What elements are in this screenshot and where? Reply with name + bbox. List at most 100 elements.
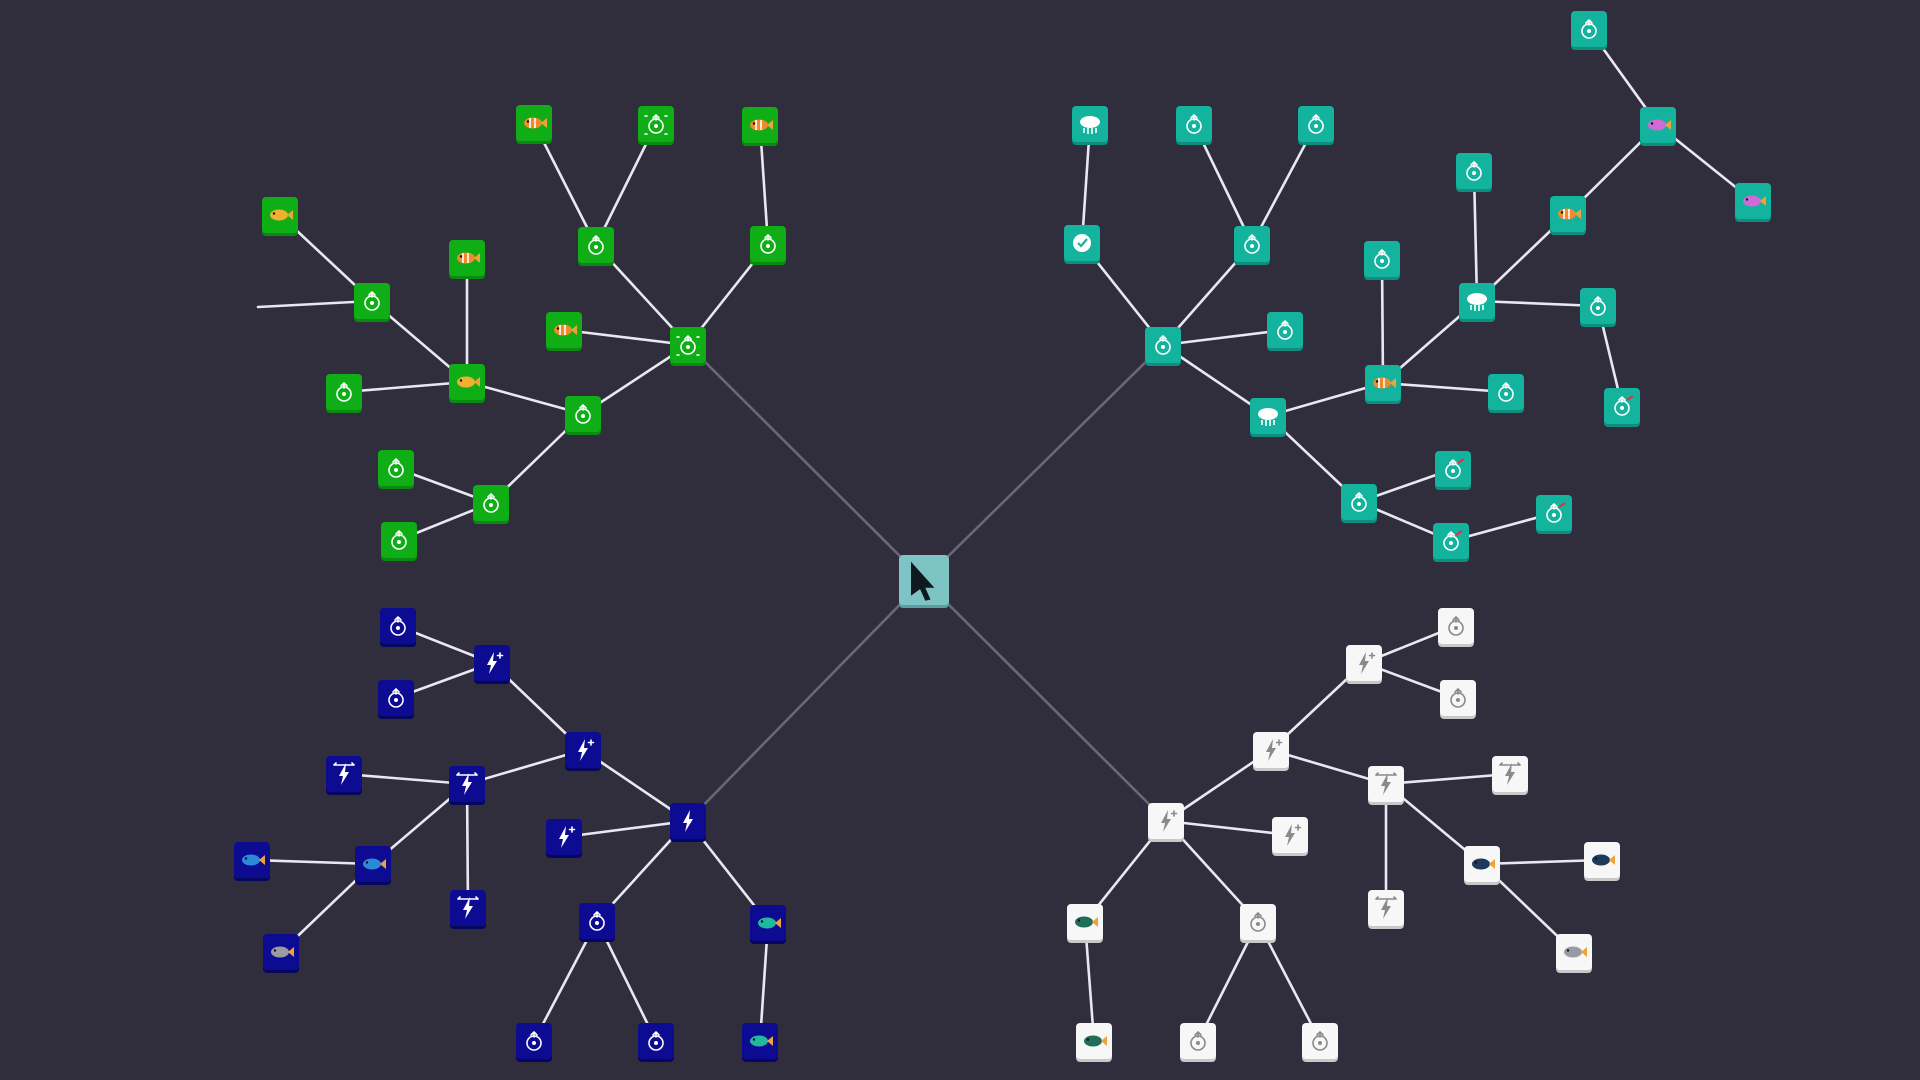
skill-node-clownfish[interactable]: [516, 105, 552, 144]
jellyfish-icon: [1080, 116, 1100, 134]
skill-node-rocket-target[interactable]: [1435, 451, 1471, 490]
skill-node-lightning-sparkle[interactable]: [565, 732, 601, 771]
skill-node-target[interactable]: [1176, 106, 1212, 145]
skill-node-jellyfish[interactable]: [1250, 398, 1286, 437]
skill-node-target[interactable]: [565, 396, 601, 435]
skill-node-grey-fish[interactable]: [263, 934, 299, 973]
skill-node-clownfish[interactable]: [1365, 365, 1401, 404]
skill-node-target[interactable]: [1571, 11, 1607, 50]
target-icon: [388, 458, 404, 478]
skill-node-target[interactable]: [1302, 1023, 1338, 1062]
skill-node-lightning-sparkle[interactable]: [1253, 732, 1289, 771]
skill-node-goldfish[interactable]: [262, 197, 298, 236]
skill-node-rocket-target[interactable]: [1536, 495, 1572, 534]
lightning-arrows-icon: [1499, 762, 1521, 785]
skill-node-lightning-sparkle[interactable]: [474, 645, 510, 684]
skill-node-lightning-arrows[interactable]: [1368, 890, 1404, 929]
target-icon: [390, 616, 406, 636]
branch-connection: [1266, 381, 1385, 418]
skill-node-target[interactable]: [1440, 680, 1476, 719]
branch-connection: [562, 328, 690, 347]
skill-node-lightning-arrows[interactable]: [1368, 766, 1404, 805]
skill-node-lightning-arrows[interactable]: [1492, 756, 1528, 795]
target-icon: [1312, 1031, 1328, 1051]
skill-node-target[interactable]: [1456, 153, 1492, 192]
skill-node-target[interactable]: [1234, 226, 1270, 265]
skill-node-jellyfish[interactable]: [1459, 283, 1495, 322]
skill-node-goldfish[interactable]: [449, 364, 485, 403]
clownfish-icon: [554, 324, 577, 336]
cursor-arrow-icon: [911, 561, 935, 601]
lightning-sparkle-icon: [1161, 810, 1178, 832]
skill-node-target[interactable]: [1145, 327, 1181, 366]
green-fish-icon: [1075, 916, 1098, 928]
skill-node-target[interactable]: [1180, 1023, 1216, 1062]
skill-node-teal-fish[interactable]: [750, 905, 786, 944]
skill-node-lightning-arrows[interactable]: [449, 766, 485, 805]
skill-node-target[interactable]: [378, 680, 414, 719]
skill-node-lightning-arrows[interactable]: [450, 890, 486, 929]
dark-fish-icon: [1472, 858, 1495, 870]
target-icon: [1186, 114, 1202, 134]
skill-node-target[interactable]: [473, 485, 509, 524]
skill-node-pink-fish[interactable]: [1735, 183, 1771, 222]
skill-node-target[interactable]: [638, 1023, 674, 1062]
skill-node-check-badge[interactable]: [1064, 225, 1100, 264]
skill-node-dark-fish[interactable]: [1464, 846, 1500, 885]
root-skill-node[interactable]: [899, 555, 949, 608]
branch-connection: [1384, 772, 1512, 786]
skill-node-target[interactable]: [381, 522, 417, 561]
skill-node-sparkle-target[interactable]: [638, 106, 674, 145]
skill-node-jellyfish[interactable]: [1072, 106, 1108, 145]
skill-node-lightning-arrows[interactable]: [326, 756, 362, 795]
skill-node-target[interactable]: [1488, 374, 1524, 413]
skill-node-clownfish[interactable]: [742, 107, 778, 146]
skill-node-target[interactable]: [1267, 312, 1303, 351]
clownfish-icon: [457, 252, 480, 264]
skill-node-target[interactable]: [1580, 288, 1616, 327]
branch-connection: [465, 380, 585, 416]
skill-node-lightning-sparkle[interactable]: [546, 819, 582, 858]
skill-node-target[interactable]: [354, 283, 390, 322]
skill-node-rocket-target[interactable]: [1604, 388, 1640, 427]
lightning-arrows-icon: [333, 762, 355, 785]
skill-node-target[interactable]: [750, 226, 786, 265]
skill-node-dark-fish[interactable]: [1584, 842, 1620, 881]
branch-connection: [562, 819, 690, 839]
skill-node-clownfish[interactable]: [546, 312, 582, 351]
skill-node-target[interactable]: [579, 903, 615, 942]
skill-node-target[interactable]: [1438, 608, 1474, 647]
skill-node-sparkle-target[interactable]: [670, 327, 706, 366]
pink-fish-icon: [1743, 195, 1766, 207]
skill-node-lightning-sparkle[interactable]: [1346, 645, 1382, 684]
skill-node-lightning-sparkle[interactable]: [1148, 803, 1184, 842]
skill-node-green-fish[interactable]: [1076, 1023, 1112, 1062]
skill-node-grey-fish[interactable]: [1556, 934, 1592, 973]
skill-node-clownfish[interactable]: [449, 240, 485, 279]
skill-node-pink-fish[interactable]: [1640, 107, 1676, 146]
skill-node-lightning-sparkle[interactable]: [1272, 817, 1308, 856]
skill-node-target[interactable]: [378, 450, 414, 489]
skill-node-blue-fish[interactable]: [234, 842, 270, 881]
goldfish-icon: [270, 209, 293, 221]
branch-connection: [1381, 381, 1508, 394]
target-icon: [1250, 912, 1266, 932]
skill-node-clownfish[interactable]: [1550, 196, 1586, 235]
skill-node-target[interactable]: [1364, 241, 1400, 280]
skill-node-green-fish[interactable]: [1067, 904, 1103, 943]
skill-node-blue-fish[interactable]: [355, 846, 391, 885]
skill-node-dotted-target[interactable]: [578, 227, 614, 266]
skill-node-target[interactable]: [1341, 484, 1377, 523]
skill-node-target[interactable]: [1298, 106, 1334, 145]
skill-node-target[interactable]: [1240, 904, 1276, 943]
skill-node-target[interactable]: [380, 608, 416, 647]
branch-connection: [465, 748, 585, 786]
skill-node-target[interactable]: [326, 374, 362, 413]
skill-node-teal-fish[interactable]: [742, 1023, 778, 1062]
skill-node-lightning[interactable]: [670, 803, 706, 842]
skill-node-rocket-target[interactable]: [1433, 523, 1469, 562]
trunk-connection: [686, 578, 926, 823]
skill-node-target[interactable]: [516, 1023, 552, 1062]
blue-fish-icon: [242, 854, 265, 866]
sparkle-target-icon: [644, 114, 668, 135]
